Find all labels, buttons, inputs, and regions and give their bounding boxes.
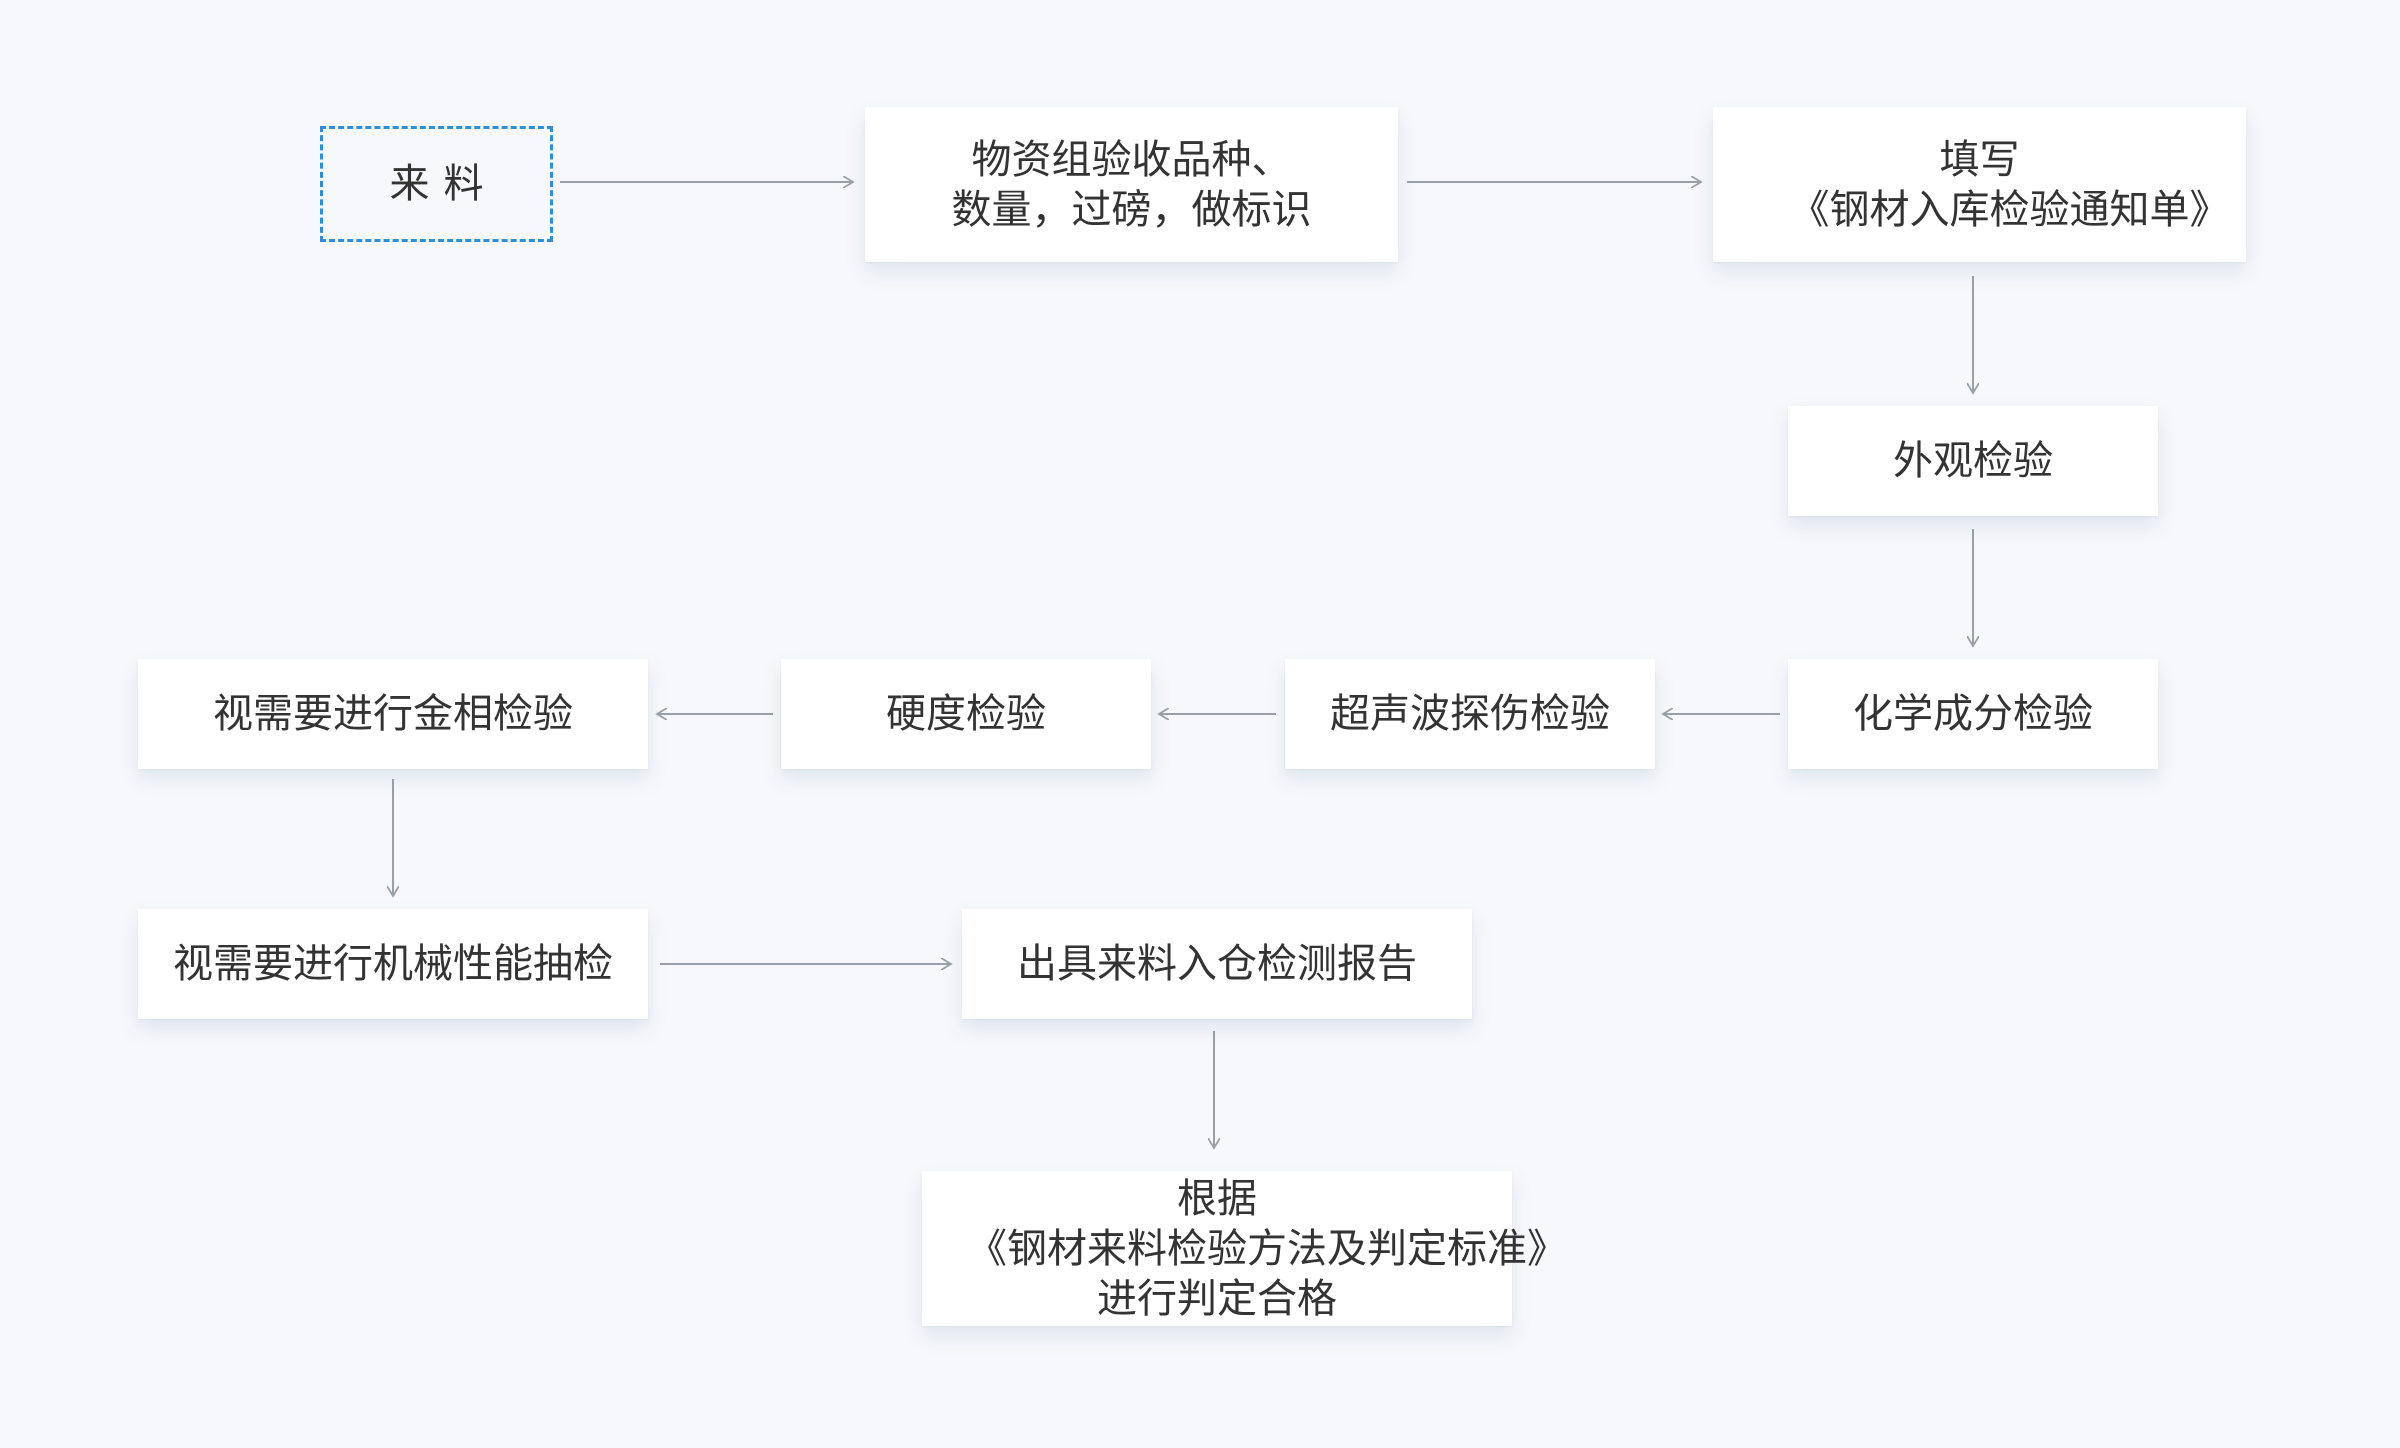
- node-label: 视需要进行机械性能抽检: [173, 941, 613, 987]
- node-issue-report: 出具来料入仓检测报告: [962, 909, 1472, 1019]
- node-chemical-inspection: 化学成分检验: [1788, 659, 2158, 769]
- node-label: 视需要进行金相检验: [213, 691, 573, 737]
- node-fill-notice: 填写《钢材入库检验通知单》: [1713, 107, 2246, 262]
- node-label: 超声波探伤检验: [1330, 691, 1610, 737]
- node-mechanical-sampling: 视需要进行机械性能抽检: [138, 909, 648, 1019]
- node-label: 来料: [389, 161, 498, 207]
- node-appearance-inspection: 外观检验: [1788, 406, 2158, 516]
- node-label: 物资组验收品种、数量，过磅，做标识: [951, 136, 1312, 233]
- node-hardness-inspection: 硬度检验: [781, 659, 1151, 769]
- node-label: 填写《钢材入库检验通知单》: [1789, 136, 2230, 233]
- node-label: 外观检验: [1893, 438, 2053, 484]
- node-label: 硬度检验: [886, 691, 1046, 737]
- node-label: 化学成分检验: [1853, 691, 2093, 737]
- node-ultrasonic-inspection: 超声波探伤检验: [1285, 659, 1655, 769]
- node-final-judgement: 根据《钢材来料检验方法及判定标准》进行判定合格: [922, 1171, 1567, 1326]
- node-label: 根据《钢材来料检验方法及判定标准》进行判定合格: [967, 1175, 1567, 1322]
- node-label: 出具来料入仓检测报告: [1017, 941, 1417, 987]
- node-metallographic-inspection: 视需要进行金相检验: [138, 659, 648, 769]
- node-receiving-check: 物资组验收品种、数量，过磅，做标识: [865, 107, 1398, 262]
- node-incoming-material: 来料: [320, 126, 553, 242]
